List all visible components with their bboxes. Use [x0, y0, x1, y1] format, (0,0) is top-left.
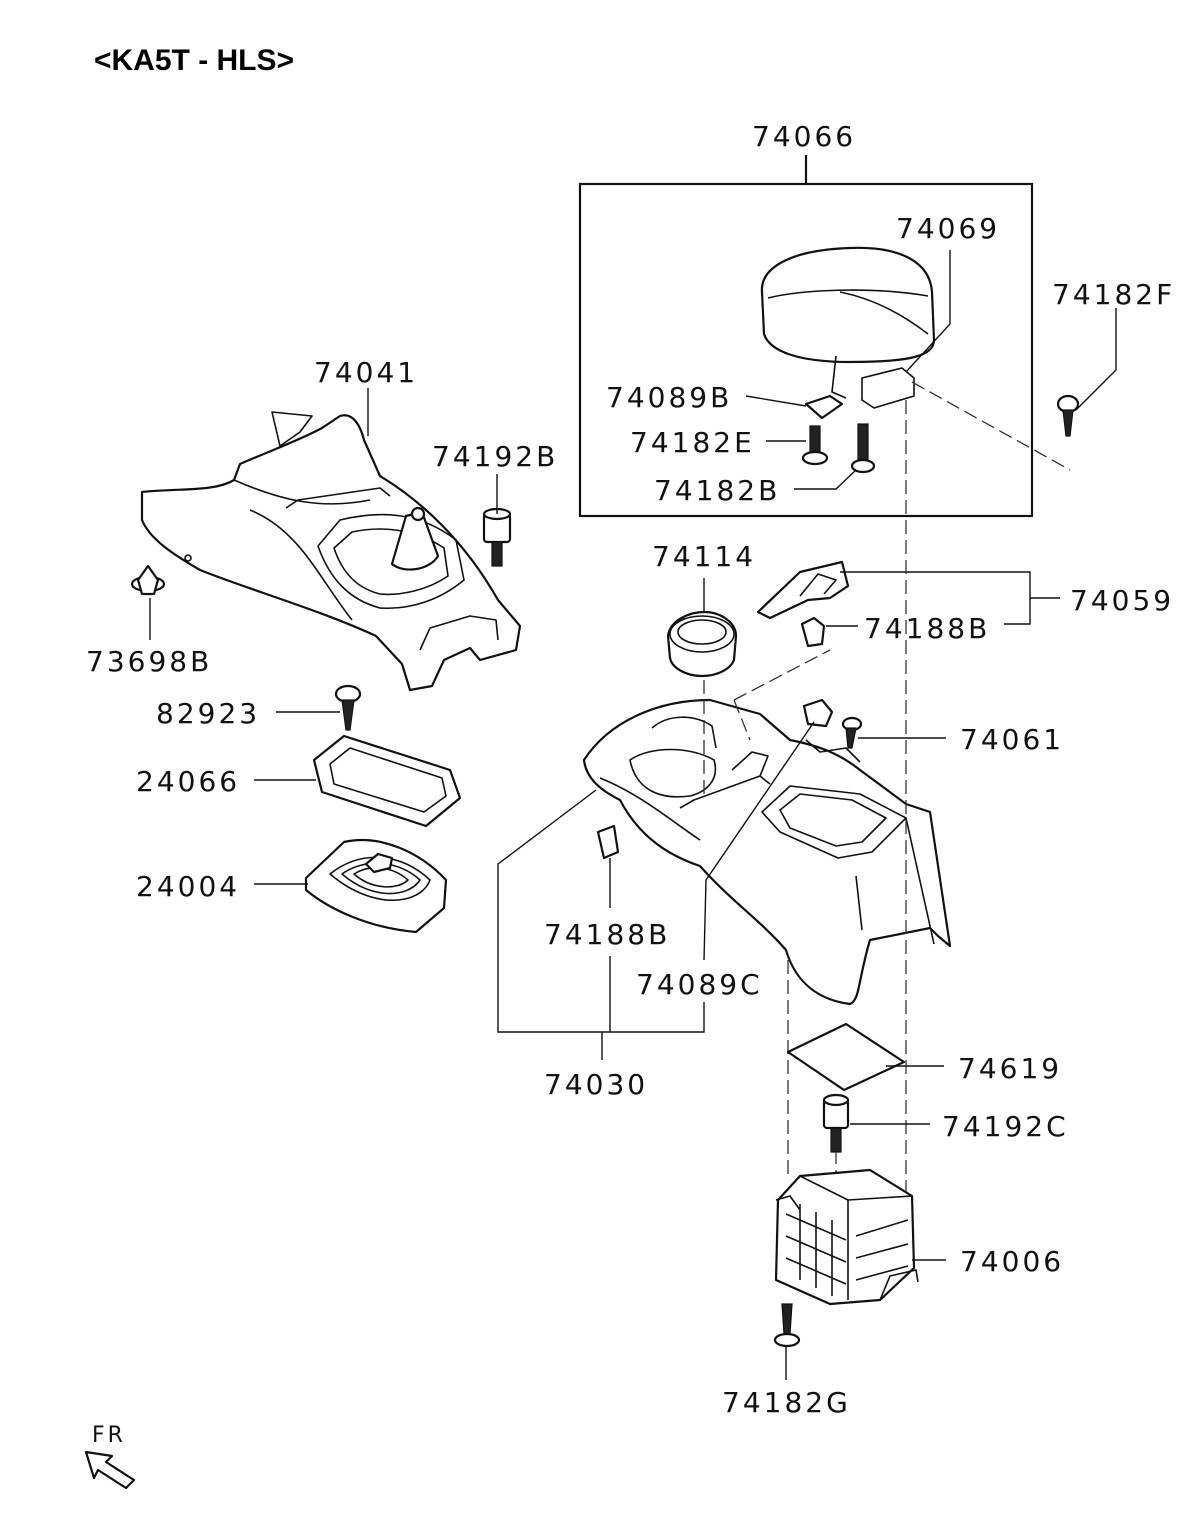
label-74061: 74061 [960, 723, 1064, 756]
plate-24066 [312, 734, 462, 828]
mat-74619 [786, 1022, 906, 1092]
label-74030: 74030 [544, 1068, 648, 1101]
leader-74182B [794, 469, 857, 490]
label-74192C: 74192C [942, 1110, 1069, 1143]
screw-82923 [334, 684, 362, 731]
dash-lid-b [733, 699, 751, 741]
clip-74188B-mid [596, 824, 620, 860]
dash-armrest-to-74182F [911, 381, 1071, 471]
label-74192B: 74192B [432, 440, 558, 473]
label-74182G: 74182G [722, 1386, 851, 1419]
bolt-74192B [482, 507, 512, 567]
front-direction-arrow-icon [84, 1450, 136, 1490]
lid-74059 [756, 560, 850, 620]
label-24004: 24004 [136, 870, 240, 903]
label-82923: 82923 [156, 697, 260, 730]
label-74182E: 74182E [630, 426, 755, 459]
label-74006: 74006 [960, 1245, 1064, 1278]
fr-label: FR [92, 1423, 126, 1448]
screw-74182F [1056, 394, 1080, 437]
clip-74089C [802, 698, 834, 728]
leader-74089B [745, 395, 807, 407]
cap-74114 [666, 610, 738, 678]
label-74182F: 74182F [1052, 278, 1175, 311]
diagram-title: <KA5T - HLS> [94, 44, 294, 77]
bracket-74089B [804, 394, 844, 420]
bolt-74192C [822, 1093, 850, 1153]
clip-73698B [130, 564, 166, 596]
boot-24004 [304, 839, 448, 934]
label-73698B: 73698B [86, 645, 212, 678]
label-24066: 24066 [136, 765, 240, 798]
main-console-74030 [582, 698, 952, 1006]
armrest-assembly-box [578, 155, 1034, 518]
screw-74182E [801, 425, 829, 466]
screw-74061 [841, 716, 863, 749]
leader-74069 [905, 250, 951, 373]
label-74188B-mid: 74188B [544, 918, 670, 951]
label-74041: 74041 [314, 356, 418, 389]
label-74066: 74066 [752, 120, 856, 153]
clip-74188B-top [800, 616, 826, 648]
label-74059: 74059 [1070, 584, 1174, 617]
label-74089B: 74089B [606, 381, 732, 414]
screw-74182B [850, 423, 876, 474]
label-74182B: 74182B [654, 474, 780, 507]
dash-lid-a [733, 649, 831, 701]
front-console-74041 [140, 411, 522, 692]
label-74619: 74619 [958, 1052, 1062, 1085]
label-74089C: 74089C [636, 968, 763, 1001]
label-74188B-top: 74188B [864, 612, 990, 645]
leader-74182F [1075, 308, 1117, 411]
bracket-74006 [774, 1168, 919, 1306]
screw-74182G [773, 1303, 801, 1348]
leader-74089C [703, 721, 815, 961]
armrest-lid-74069 [760, 246, 936, 409]
label-74114: 74114 [652, 540, 756, 573]
leader-74030-bracket [497, 789, 705, 1033]
label-74069: 74069 [896, 212, 1000, 245]
